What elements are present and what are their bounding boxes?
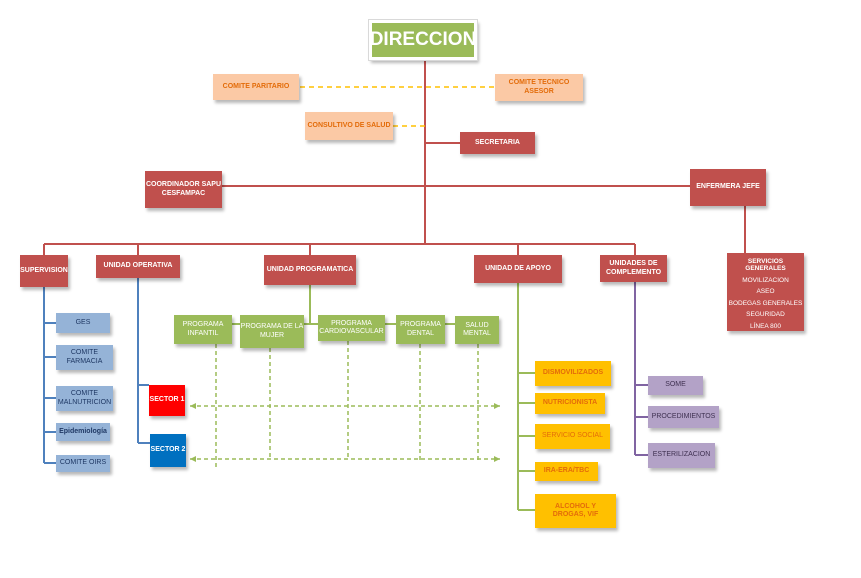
apoyo-item-alcohol-drogas: ALCOHOL Y DROGAS, VIF (535, 494, 616, 528)
complemento-item-some: SOME (648, 376, 703, 395)
unit-complemento: UNIDADES DE COMPLEMENTO (600, 255, 667, 282)
apoyo-item-nutricionista: NUTRICIONISTA (535, 393, 605, 414)
coordinador-box: COORDINADOR SAPU CESFAMPAC (145, 171, 222, 208)
servicios-line: SEGURIDAD (746, 311, 785, 319)
programa-dental: PROGRAMA DENTAL (396, 315, 445, 344)
supervision-item-farmacia: COMITE FARMACIA (56, 345, 113, 370)
supervision-item-malnutricion: COMITE MALNUTRICION (56, 386, 113, 411)
comite-paritario-box: COMITE PARITARIO (213, 74, 299, 100)
supervision-item-epidemiologia: Epidemiología (56, 423, 110, 441)
supervision-item-oirs: COMITE OIRS (56, 455, 110, 472)
apoyo-item-ira-era: IRA-ERA/TBC (535, 462, 598, 481)
complemento-item-esterilizacion: ESTERILIZACION (648, 443, 715, 468)
unit-operativa: UNIDAD OPERATIVA (96, 255, 180, 278)
direccion-title: DIRECCION (368, 19, 478, 61)
programa-infantil: PROGRAMA INFANTIL (174, 315, 232, 344)
servicios-line: MOVILIZACION (742, 276, 789, 284)
sector-2: SECTOR 2 (150, 434, 186, 467)
sector-1: SECTOR 1 (149, 385, 185, 416)
comite-tecnico-box: COMITE TECNICO ASESOR (495, 74, 583, 101)
unit-apoyo: UNIDAD DE APOYO (474, 255, 562, 283)
unit-programatica: UNIDAD PROGRAMATICA (264, 255, 356, 285)
secretaria-box: SECRETARIA (460, 132, 535, 154)
servicios-line: LÍNEA 800 (749, 322, 782, 330)
programa-salud-mental: SALUD MENTAL (455, 316, 499, 344)
apoyo-item-dismovilizados: DISMOVILIZADOS (535, 361, 611, 386)
servicios-generales-box: SERVICIOS GENERALES MOVILIZACION ASEO BO… (727, 253, 804, 331)
servicios-line: ASEO (756, 288, 775, 296)
supervision-item-ges: GES (56, 313, 110, 333)
servicios-line: SERVICIOS GENERALES (745, 258, 786, 273)
enfermera-jefe-box: ENFERMERA JEFE (690, 169, 766, 206)
complemento-item-procedimientos: PROCEDIMIENTOS (648, 406, 719, 428)
servicios-line: BODEGAS GENERALES (728, 299, 803, 307)
programa-mujer: PROGRAMA DE LA MUJER (240, 315, 304, 348)
programa-cardiovascular: PROGRAMA CARDIOVASCULAR (318, 315, 385, 341)
apoyo-item-servicio-social: SERVICIO SOCIAL (535, 424, 610, 449)
unit-supervision: SUPERVISION (20, 255, 68, 287)
consultivo-salud-box: CONSULTIVO DE SALUD (305, 112, 393, 140)
